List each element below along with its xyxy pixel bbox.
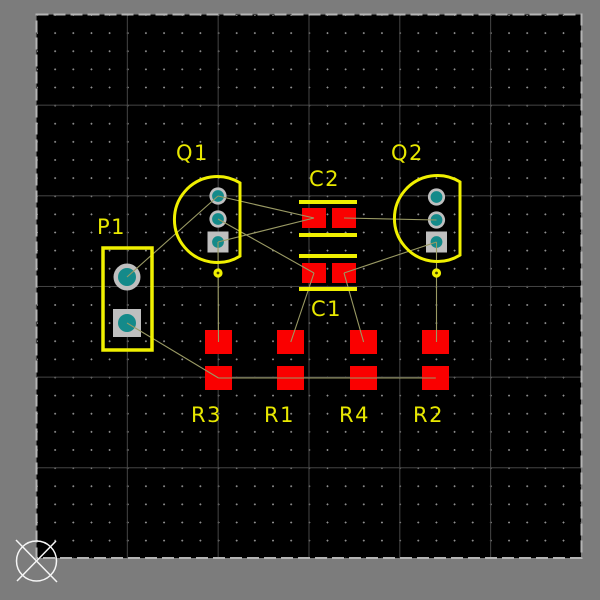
ratsnest-c1-r1 [290,272,315,343]
outline-Q2[interactable] [392,174,462,263]
component-label-C1[interactable]: C1 [311,297,343,321]
outline-C2[interactable] [299,200,357,237]
origin-marker-icon [15,539,58,583]
footprint-anchor-dots [213,268,442,278]
ratsnest-c1-r4 [343,272,365,343]
ratsnest-lines [126,195,438,379]
outline-P1[interactable] [101,246,154,352]
footprint-R4-pads[interactable] [350,330,377,390]
ratsnest-q1-c2a [217,195,315,219]
ratsnest-q1-c1 [217,218,315,274]
component-label-R2[interactable]: R2 [413,403,444,427]
ratsnest-p1-r3 [126,322,219,379]
footprint-R2-pads[interactable] [422,330,449,390]
silkscreen [101,174,462,352]
ratsnest-q1-c2b [217,217,315,243]
component-label-C2[interactable]: C2 [309,167,341,191]
component-label-Q2[interactable]: Q2 [391,141,424,165]
pad-r2-top[interactable] [422,330,449,354]
component-label-P1[interactable]: P1 [97,215,127,239]
component-label-R1[interactable]: R1 [264,403,295,427]
outline-Q1[interactable] [172,175,242,264]
footprint-P1-pads[interactable] [113,263,141,338]
pad-r1-top[interactable] [277,330,304,354]
component-label-R3[interactable]: R3 [191,403,222,427]
ratsnest-p1-q1 [126,195,219,278]
component-label-Q1[interactable]: Q1 [176,141,209,165]
ratsnest-c2-q2 [343,217,437,221]
ratsnest-c1-q2 [343,241,437,274]
ratsnest-q1-r3 [217,241,220,343]
component-label-R4[interactable]: R4 [339,403,370,427]
board-boundary [35,13,583,559]
footprint-C1-pads[interactable] [302,263,356,283]
outline-C1[interactable] [299,254,357,291]
footprint-R1-pads[interactable] [277,330,304,390]
pcb-canvas[interactable] [36,14,581,558]
